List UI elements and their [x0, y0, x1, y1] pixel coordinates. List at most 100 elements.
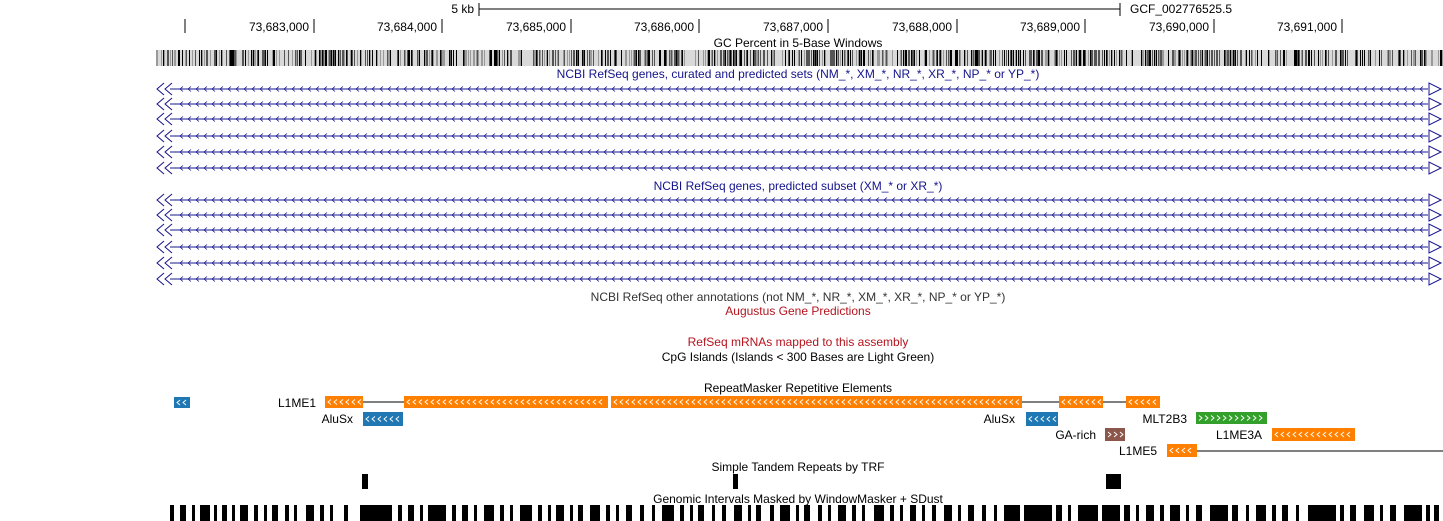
- cpg-islands-track-title[interactable]: CpG Islands (Islands < 300 Bases are Lig…: [662, 350, 934, 364]
- masked-interval[interactable]: [320, 505, 324, 521]
- refseq-mrnas-track-title[interactable]: RefSeq mRNAs mapped to this assembly: [688, 335, 909, 349]
- gene-transcript[interactable]: [156, 223, 1443, 237]
- tandem-repeat-block[interactable]: [1106, 474, 1121, 489]
- repeat-element[interactable]: [1126, 396, 1160, 408]
- masked-interval[interactable]: [1256, 505, 1266, 521]
- masked-interval[interactable]: [852, 505, 856, 521]
- repeat-element[interactable]: [363, 412, 403, 426]
- masked-interval[interactable]: [652, 505, 655, 521]
- masked-interval[interactable]: [254, 505, 258, 521]
- masked-interval[interactable]: [1434, 505, 1439, 521]
- masked-interval[interactable]: [1380, 505, 1383, 521]
- masked-interval[interactable]: [1124, 505, 1130, 521]
- masked-interval[interactable]: [712, 505, 715, 521]
- masked-interval[interactable]: [484, 505, 494, 521]
- base-position-ruler[interactable]: 5 kb GCF_002776525.5 73,683,000 73,684,0…: [184, 2, 1343, 34]
- masked-interval[interactable]: [232, 505, 235, 521]
- repeat-element[interactable]: [325, 396, 363, 408]
- masked-interval[interactable]: [240, 505, 248, 521]
- masked-interval[interactable]: [756, 505, 761, 521]
- masked-interval[interactable]: [994, 505, 997, 521]
- repeat-element[interactable]: [1272, 428, 1355, 441]
- trf-track[interactable]: [362, 474, 1121, 489]
- repeat-element[interactable]: [174, 397, 190, 408]
- masked-interval[interactable]: [285, 505, 289, 521]
- masked-interval[interactable]: [722, 505, 726, 521]
- masked-interval[interactable]: [556, 505, 564, 521]
- masked-interval[interactable]: [360, 505, 392, 521]
- masked-interval[interactable]: [1272, 505, 1276, 521]
- repeat-element[interactable]: [1105, 428, 1125, 441]
- masked-interval[interactable]: [910, 505, 916, 521]
- masked-interval[interactable]: [1078, 505, 1098, 521]
- masked-interval[interactable]: [1160, 505, 1164, 521]
- masked-interval[interactable]: [1282, 505, 1288, 521]
- masked-interval[interactable]: [1170, 505, 1180, 521]
- masked-interval[interactable]: [640, 505, 644, 521]
- masked-interval[interactable]: [698, 505, 704, 521]
- masked-interval[interactable]: [818, 505, 822, 521]
- masked-interval[interactable]: [748, 505, 751, 521]
- masked-interval[interactable]: [734, 505, 742, 521]
- gene-transcript[interactable]: [156, 161, 1443, 175]
- masked-interval[interactable]: [1364, 505, 1374, 521]
- masked-interval[interactable]: [1404, 505, 1422, 521]
- repeatmasker-track[interactable]: L1ME1 AluSx AluSx MLT2B3 L1ME3A GA-rich …: [174, 396, 1443, 458]
- masked-interval[interactable]: [344, 505, 348, 521]
- gene-transcript[interactable]: [156, 193, 1443, 207]
- masked-interval[interactable]: [1146, 505, 1154, 521]
- masked-interval[interactable]: [170, 505, 174, 521]
- masked-interval[interactable]: [408, 505, 414, 521]
- masked-interval[interactable]: [922, 505, 925, 521]
- gene-transcript[interactable]: [156, 145, 1443, 159]
- gene-transcript[interactable]: [156, 240, 1443, 254]
- masked-interval[interactable]: [452, 505, 456, 521]
- masked-interval[interactable]: [474, 505, 477, 521]
- masked-interval[interactable]: [510, 505, 513, 521]
- masked-interval[interactable]: [1350, 505, 1356, 521]
- masked-interval[interactable]: [626, 505, 632, 521]
- gene-transcript[interactable]: [156, 112, 1443, 126]
- masked-interval[interactable]: [192, 505, 195, 521]
- masked-interval[interactable]: [500, 505, 504, 521]
- repeat-element[interactable]: [1167, 444, 1197, 457]
- masked-interval[interactable]: [1102, 505, 1120, 521]
- repeat-element[interactable]: [611, 396, 1022, 408]
- masked-interval[interactable]: [578, 505, 583, 521]
- masked-interval[interactable]: [662, 505, 674, 521]
- masked-interval[interactable]: [1210, 505, 1228, 521]
- masked-interval[interactable]: [214, 505, 217, 521]
- masked-interval[interactable]: [330, 505, 333, 521]
- masked-interval[interactable]: [616, 505, 619, 521]
- masked-interval[interactable]: [420, 505, 423, 521]
- masked-interval[interactable]: [180, 505, 186, 521]
- masked-interval[interactable]: [570, 505, 573, 521]
- masked-interval[interactable]: [1024, 505, 1052, 521]
- tandem-repeat-block[interactable]: [362, 474, 368, 489]
- refseq-curated-track[interactable]: [156, 82, 1443, 175]
- masked-interval[interactable]: [828, 505, 831, 521]
- repeat-element[interactable]: [1059, 396, 1103, 408]
- masked-interval[interactable]: [200, 505, 210, 521]
- masked-interval[interactable]: [1246, 505, 1249, 521]
- masked-interval[interactable]: [1340, 505, 1344, 521]
- masked-interval[interactable]: [272, 505, 278, 521]
- gene-transcript[interactable]: [156, 208, 1443, 222]
- masked-interval[interactable]: [398, 505, 402, 521]
- masked-interval[interactable]: [1056, 505, 1062, 521]
- masked-interval[interactable]: [264, 505, 267, 521]
- masked-interval[interactable]: [838, 505, 846, 521]
- masked-interval[interactable]: [1390, 505, 1396, 521]
- masked-interval[interactable]: [590, 505, 600, 521]
- repeat-element[interactable]: [404, 396, 608, 408]
- masked-interval[interactable]: [862, 505, 865, 521]
- gene-transcript[interactable]: [156, 272, 1443, 286]
- masked-interval[interactable]: [1232, 505, 1238, 521]
- refseq-predicted-track[interactable]: [156, 193, 1443, 286]
- masked-interval[interactable]: [1068, 505, 1071, 521]
- masked-interval[interactable]: [1308, 505, 1336, 521]
- masked-interval[interactable]: [1426, 505, 1430, 521]
- masked-interval[interactable]: [874, 505, 884, 521]
- masked-interval[interactable]: [900, 505, 903, 521]
- masked-interval[interactable]: [520, 505, 532, 521]
